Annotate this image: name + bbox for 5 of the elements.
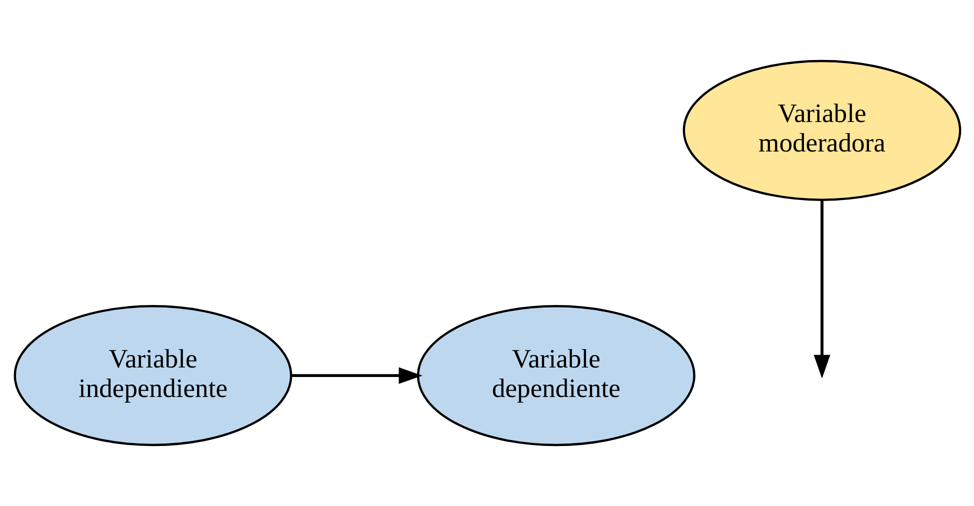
node-ellipse: Variable dependiente: [416, 305, 695, 446]
arrow: [290, 367, 422, 384]
arrow: [813, 200, 830, 378]
node-ellipse: Variable moderadora: [682, 60, 961, 201]
node-ellipse: Variable independiente: [13, 305, 292, 446]
